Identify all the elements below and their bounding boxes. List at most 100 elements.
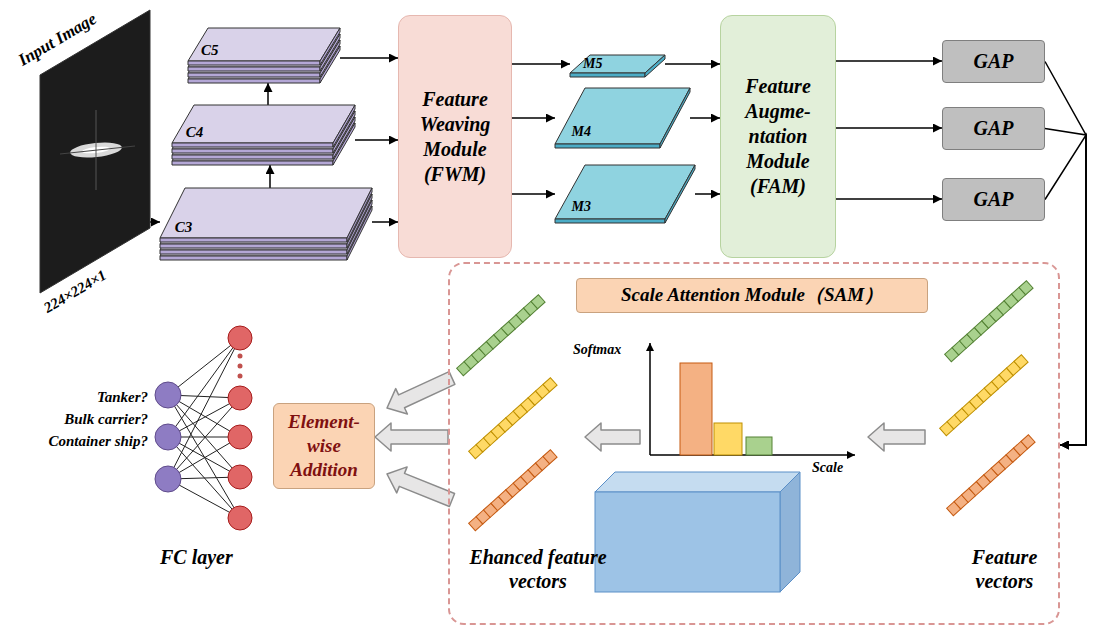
- box-text: GAP: [974, 49, 1014, 74]
- flow-connector: [695, 193, 720, 195]
- module-title: Scale Attention Module（SAM）: [576, 278, 928, 313]
- block-top: [595, 472, 800, 492]
- plate-stack: [555, 165, 695, 223]
- plate-edge: [188, 79, 320, 83]
- input-image: Input Image224×224×1: [0, 0, 150, 320]
- chart-axis: [649, 343, 651, 455]
- feature-vector: [945, 281, 1033, 362]
- input-neuron: [155, 466, 181, 492]
- addition-box: Element-wise Addition: [273, 403, 375, 489]
- ellipsis-dot: [238, 374, 243, 379]
- vector-cell: [1019, 281, 1033, 295]
- box-text: GAP: [974, 187, 1014, 212]
- flow-arrow: [387, 372, 455, 414]
- plate-edge: [570, 73, 645, 77]
- box-text: Element-wise Addition: [280, 410, 368, 481]
- fc-link: [168, 395, 240, 518]
- axis-label: Softmax: [573, 342, 621, 359]
- plate-edge: [160, 250, 347, 254]
- box-text: GAP: [974, 116, 1014, 141]
- flow-arrows: [387, 372, 925, 507]
- module-box: Feature Weaving Module (FWM): [398, 15, 512, 258]
- plate-edge: [172, 161, 333, 165]
- plate-edge: [160, 244, 347, 248]
- plate-edge: [172, 143, 333, 147]
- flow-connector: [512, 63, 570, 65]
- vector-cell: [1014, 355, 1028, 369]
- output-neuron: [228, 465, 252, 489]
- output-neuron: [228, 326, 252, 350]
- map-name: M3: [572, 199, 591, 216]
- axis-label: Scale: [812, 460, 843, 477]
- plate-face: [555, 88, 690, 144]
- vector-cell: [531, 295, 545, 309]
- flow-connector: [269, 165, 271, 188]
- layer-caption: FC layer: [160, 545, 233, 569]
- vector-caption: Ehanced feature vectors: [463, 545, 613, 593]
- fc-link: [168, 338, 240, 479]
- flow-connector: [836, 127, 942, 129]
- plate-edge: [665, 165, 695, 223]
- ellipsis-dot: [238, 354, 243, 359]
- vector-cell: [543, 450, 557, 464]
- plate-edge: [645, 55, 665, 77]
- plate-edge: [172, 149, 333, 153]
- feature-map: C5: [188, 28, 340, 83]
- box-text: Feature Weaving Module (FWM): [405, 87, 505, 187]
- flow-connector: [665, 63, 720, 65]
- flow-connector: [372, 221, 398, 223]
- region-title: Scale Attention Module（SAM）: [621, 284, 883, 307]
- flow-arrow: [387, 467, 455, 507]
- feature-vector: [469, 378, 557, 459]
- flow-arrow: [375, 423, 448, 451]
- vector-cell: [1021, 435, 1035, 449]
- flow-connector: [512, 117, 555, 119]
- chart-bar: [680, 363, 712, 455]
- feature-vector: [457, 295, 545, 376]
- plate-edge: [172, 155, 333, 159]
- feature-map: M3: [555, 165, 695, 223]
- gap-box: GAP: [942, 178, 1045, 221]
- plate-edge: [188, 73, 320, 77]
- map-name: C4: [186, 123, 204, 141]
- map-name: M4: [572, 124, 591, 141]
- speckle: [60, 146, 135, 154]
- vector-caption: Feature vectors: [952, 545, 1057, 593]
- plate-edge: [555, 219, 665, 223]
- chart-bar: [714, 423, 742, 455]
- input-neuron: [155, 382, 181, 408]
- plate-edge: [333, 105, 355, 147]
- flow-connector: [1045, 135, 1086, 445]
- plate-edge: [160, 256, 347, 260]
- flow-connector: [1045, 62, 1086, 446]
- feature-map: C4: [172, 105, 355, 165]
- map-name: C5: [201, 41, 219, 59]
- feature-map: M5: [570, 55, 665, 77]
- output-neuron: [228, 386, 252, 410]
- plate-edge: [188, 67, 320, 71]
- output-neuron: [228, 425, 252, 449]
- feature-vector: [940, 355, 1028, 436]
- feature-map: M4: [555, 88, 690, 148]
- class-label: Container ship?: [48, 432, 148, 450]
- plate-face: [160, 188, 372, 238]
- ellipsis-dot: [238, 364, 243, 369]
- flow-connector: [836, 60, 942, 62]
- plate-face: [188, 28, 340, 61]
- plate-face: [555, 165, 695, 219]
- gap-box: GAP: [942, 40, 1045, 83]
- feature-map: C3: [160, 188, 372, 260]
- vector-cell: [543, 378, 557, 392]
- map-name: C3: [175, 218, 193, 236]
- chart-bar: [746, 437, 772, 455]
- input-neuron: [155, 424, 181, 450]
- flow-connector: [836, 198, 942, 200]
- plate-edge: [347, 188, 372, 242]
- class-label: Tanker?: [97, 388, 148, 406]
- gap-box: GAP: [942, 107, 1045, 150]
- flow-arrow: [585, 423, 640, 451]
- feature-vector: [947, 435, 1035, 516]
- output-neuron: [228, 506, 252, 530]
